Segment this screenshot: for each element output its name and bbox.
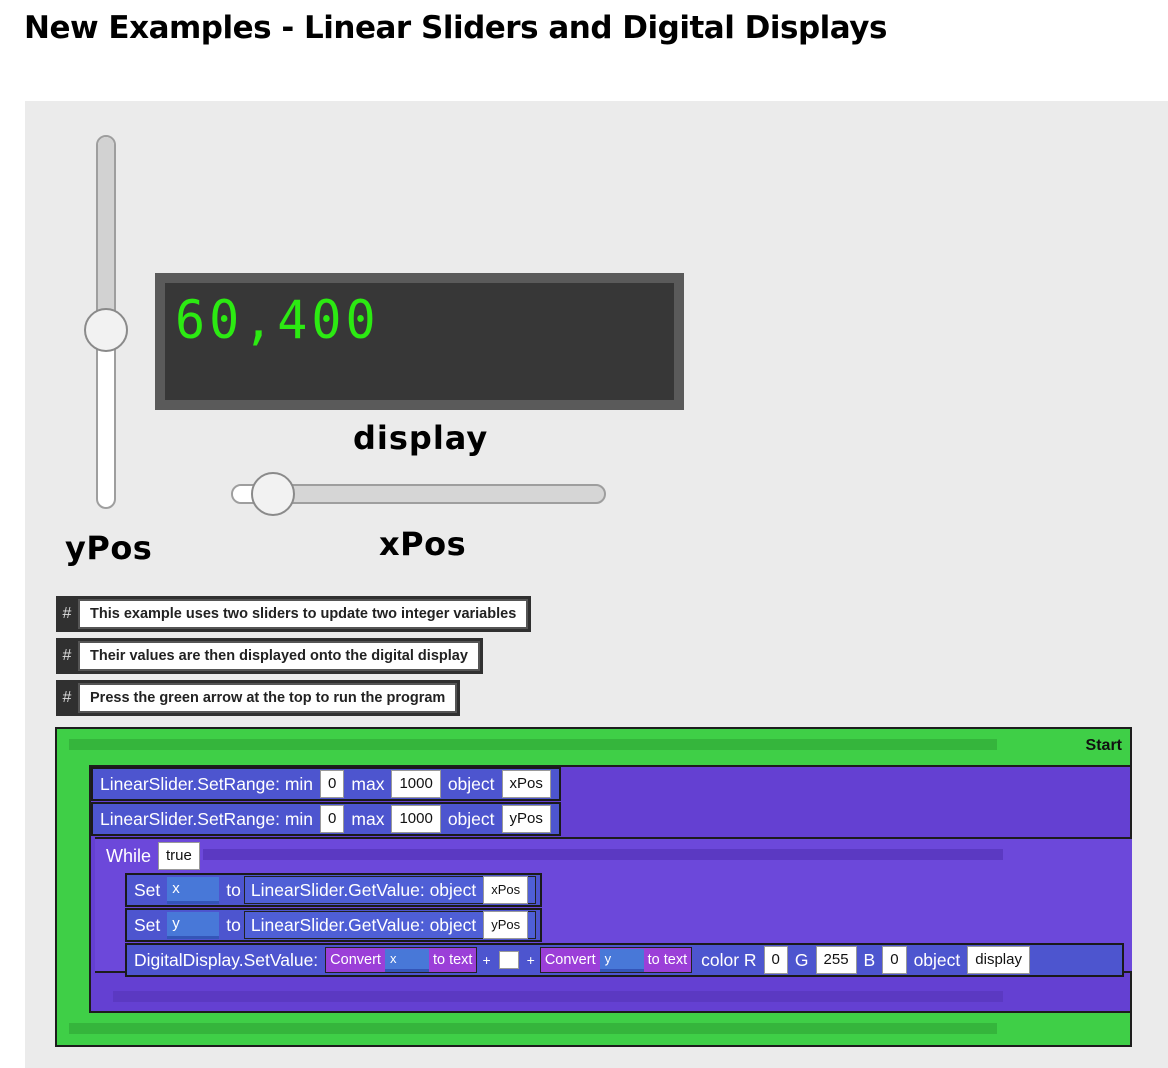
get-value-label: LinearSlider.GetValue: object [250, 879, 477, 900]
max-label: max [351, 773, 385, 794]
start-block-bar [69, 739, 997, 750]
start-block[interactable]: Start LinearSlider.SetRange: min 0 max 1… [55, 727, 1132, 1047]
xpos-label: xPos [379, 525, 467, 563]
comment-text[interactable]: Their values are then displayed onto the… [78, 641, 480, 671]
object-label: object [913, 949, 961, 970]
variable-y-field[interactable]: y [167, 911, 220, 939]
to-label: to [226, 914, 241, 935]
set-x-block[interactable]: Set x to LinearSlider.GetValue: object x… [125, 873, 543, 907]
plus-operator: + [482, 952, 491, 968]
set-label: Set [134, 914, 161, 935]
page-title: New Examples - Linear Sliders and Digita… [24, 10, 887, 46]
comment-hash: # [62, 647, 72, 664]
color-r-field[interactable]: 0 [763, 946, 788, 974]
max-label: max [351, 808, 385, 829]
variable-y-field[interactable]: y [599, 948, 644, 972]
get-value-label: LinearSlider.GetValue: object [250, 914, 477, 935]
convert-label: Convert [330, 952, 381, 968]
to-text-label: to text [647, 952, 688, 968]
ypos-slider-fill [98, 137, 114, 333]
object-field[interactable]: display [967, 946, 1030, 974]
program-stack: LinearSlider.SetRange: min 0 max 1000 ob… [89, 765, 1132, 1013]
set-range-block-ypos[interactable]: LinearSlider.SetRange: min 0 max 1000 ob… [91, 802, 561, 836]
object-field[interactable]: yPos [501, 805, 551, 833]
get-value-block[interactable]: LinearSlider.GetValue: object xPos [243, 876, 537, 904]
set-range-block-xpos[interactable]: LinearSlider.SetRange: min 0 max 1000 ob… [91, 767, 561, 801]
set-range-label: LinearSlider.SetRange: min [100, 808, 314, 829]
convert-block-x[interactable]: Convert x to text [325, 947, 478, 973]
canvas-stage: yPos 60,400 display xPos # This example … [25, 101, 1168, 1068]
convert-label: Convert [544, 952, 596, 968]
min-field[interactable]: 0 [320, 770, 345, 798]
color-b-label: B [863, 949, 876, 970]
while-block-bar [203, 849, 1003, 860]
max-field[interactable]: 1000 [391, 805, 441, 833]
digital-display-set-value-block[interactable]: DigitalDisplay.SetValue: Convert x to te… [125, 943, 1124, 977]
max-field[interactable]: 1000 [391, 770, 441, 798]
set-label: Set [134, 879, 161, 900]
comment-hash: # [62, 605, 72, 622]
ypos-label: yPos [65, 529, 153, 567]
get-value-block[interactable]: LinearSlider.GetValue: object yPos [243, 911, 537, 939]
digital-display: 60,400 [155, 273, 684, 410]
set-value-label: DigitalDisplay.SetValue: [134, 949, 319, 970]
comment-hash: # [62, 689, 72, 706]
display-screen: 60,400 [165, 283, 674, 400]
while-block-header[interactable]: While true [97, 839, 204, 873]
plus-operator: + [526, 952, 535, 968]
to-text-label: to text [432, 952, 473, 968]
object-field[interactable]: yPos [483, 911, 529, 939]
variable-x-field[interactable]: x [384, 948, 429, 972]
comment-text[interactable]: Press the green arrow at the top to run … [78, 683, 458, 713]
object-field[interactable]: xPos [501, 770, 551, 798]
color-r-label: color R [701, 949, 757, 970]
while-condition-field[interactable]: true [158, 842, 200, 870]
display-value: 60,400 [175, 289, 380, 351]
min-field[interactable]: 0 [320, 805, 345, 833]
comment-text[interactable]: This example uses two sliders to update … [78, 599, 529, 629]
start-block-bottom-bar [69, 1023, 997, 1034]
ypos-slider-thumb[interactable] [84, 308, 128, 353]
object-label: object [447, 773, 495, 794]
color-b-field[interactable]: 0 [882, 946, 907, 974]
convert-block-y[interactable]: Convert y to text [539, 947, 693, 973]
color-g-label: G [794, 949, 809, 970]
to-label: to [226, 879, 241, 900]
comment-block[interactable]: # Their values are then displayed onto t… [56, 638, 483, 674]
display-label: display [353, 419, 489, 457]
xpos-slider-thumb[interactable] [250, 472, 295, 516]
while-label: While [106, 845, 152, 866]
while-block-bottom-bar [113, 991, 1003, 1002]
variable-x-field[interactable]: x [167, 876, 220, 904]
comment-block[interactable]: # This example uses two sliders to updat… [56, 596, 532, 632]
set-range-label: LinearSlider.SetRange: min [100, 773, 314, 794]
separator-text-field[interactable] [498, 951, 519, 969]
set-y-block[interactable]: Set y to LinearSlider.GetValue: object y… [125, 908, 543, 942]
object-field[interactable]: xPos [483, 876, 529, 904]
start-label: Start [1085, 737, 1122, 754]
object-label: object [447, 808, 495, 829]
color-g-field[interactable]: 255 [815, 946, 857, 974]
comment-block[interactable]: # Press the green arrow at the top to ru… [56, 680, 461, 716]
